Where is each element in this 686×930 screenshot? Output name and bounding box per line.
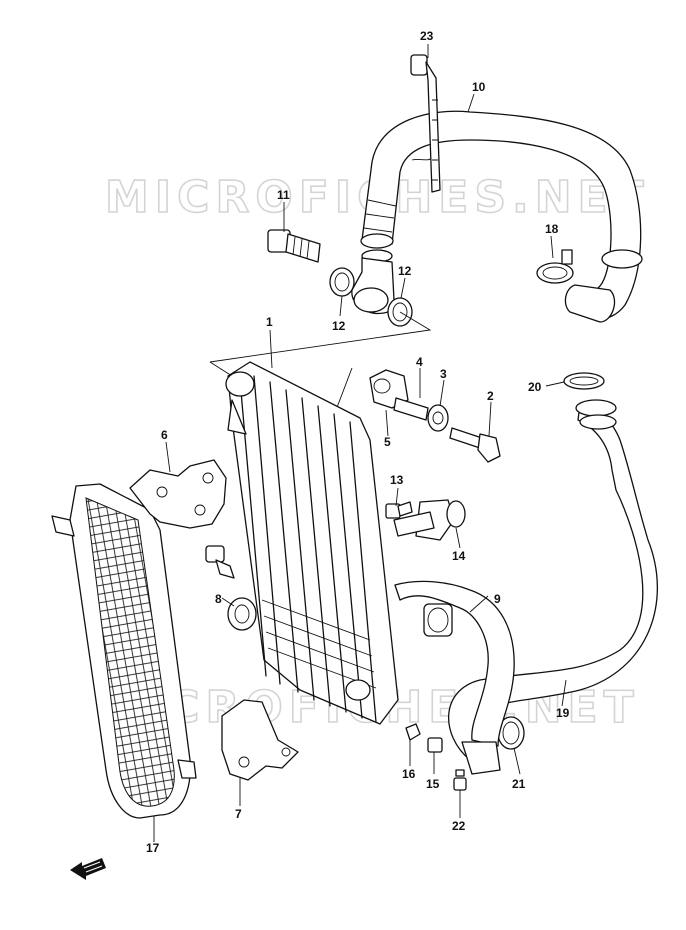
bolt-22 (453, 769, 467, 791)
gasket-14 (446, 500, 466, 528)
callout-12-left: 12 (332, 319, 346, 333)
assembly-outline (209, 311, 432, 411)
callout-13: 13 (390, 473, 404, 487)
callout-21: 21 (512, 777, 526, 791)
washer-3 (427, 404, 449, 432)
nut-17 (405, 723, 421, 741)
leader-lines (153, 44, 567, 842)
callout-5: 5 (384, 435, 391, 449)
washer-12-left (329, 267, 355, 297)
callout-11: 11 (277, 188, 290, 202)
callout-16: 15 (426, 777, 440, 791)
hose-clip (410, 54, 441, 193)
callout-19: 19 (556, 706, 570, 720)
callout-8: 8 (215, 592, 222, 606)
oil-pipe (394, 580, 515, 775)
callout-15: 17 (146, 841, 160, 855)
grommet-8 (227, 597, 257, 631)
mount-bolt (205, 545, 235, 579)
callout-23: 23 (420, 29, 434, 43)
callout-1: 1 (266, 315, 273, 329)
callout-3: 3 (440, 367, 447, 381)
callout-12-right: 12 (398, 264, 412, 278)
o-ring-20 (563, 372, 605, 390)
radiator-screen (51, 483, 197, 819)
lower-bracket (221, 699, 299, 781)
callout-17: 16 (402, 767, 416, 781)
callout-18: 18 (545, 222, 559, 236)
lower-hose (448, 399, 658, 763)
front-arrow-icon (70, 858, 106, 880)
upper-bracket (129, 459, 227, 529)
callout-20: 20 (528, 380, 542, 394)
banjo-bolt (267, 229, 321, 263)
hose-clamp (536, 249, 574, 284)
callout-6: 6 (161, 428, 168, 442)
callout-4: 4 (416, 355, 423, 369)
callout-7: 7 (235, 807, 242, 821)
callout-10: 10 (472, 80, 486, 94)
bolt-2 (449, 427, 501, 463)
bolt-16 (427, 737, 443, 753)
callout-9: 9 (494, 592, 501, 606)
callout-14: 14 (452, 549, 466, 563)
upper-hose (351, 110, 643, 323)
callout-22: 22 (452, 819, 466, 833)
collar-4 (393, 397, 429, 421)
callout-2: 2 (487, 389, 494, 403)
oil-cooler (225, 361, 399, 725)
bolt-13 (385, 501, 413, 519)
